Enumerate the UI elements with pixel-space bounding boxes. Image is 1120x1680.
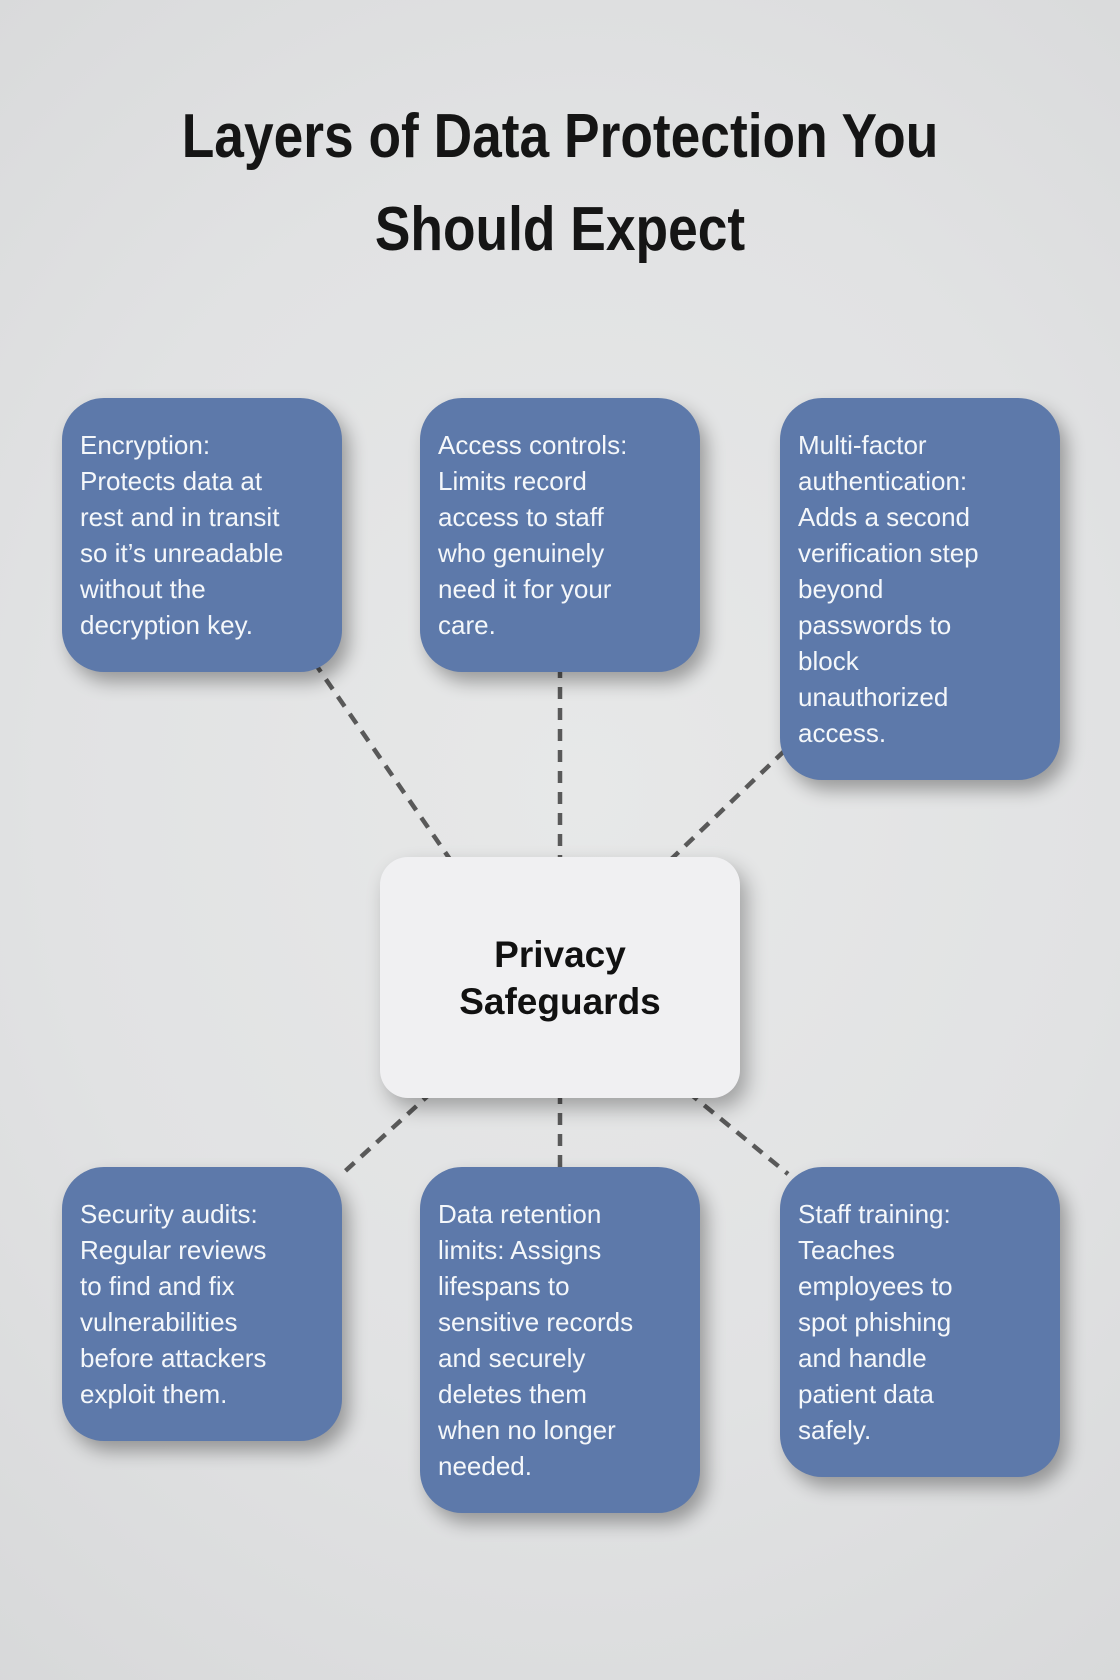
node-security-audits: Security audits: Regular reviews to find… bbox=[62, 1167, 342, 1441]
node-encryption-text: Encryption: Protects data at rest and in… bbox=[80, 430, 284, 640]
node-access-controls: Access controls: Limits record access to… bbox=[420, 398, 700, 672]
node-staff-training-text: Staff training: Teaches employees to spo… bbox=[798, 1199, 953, 1445]
node-access-controls-text: Access controls: Limits record access to… bbox=[438, 430, 628, 640]
node-security-audits-text: Security audits: Regular reviews to find… bbox=[80, 1199, 267, 1409]
page-title: Layers of Data Protection You Should Exp… bbox=[181, 102, 939, 264]
connector-encryption bbox=[312, 660, 458, 870]
connector-staff-training bbox=[686, 1090, 790, 1176]
connector-multi-factor-authentication bbox=[662, 734, 802, 868]
node-data-retention-limits-text: Data retention limits: Assigns lifespans… bbox=[438, 1199, 634, 1481]
node-data-retention-limits: Data retention limits: Assigns lifespans… bbox=[420, 1167, 700, 1513]
node-multi-factor-authentication: Multi-factor authentication: Adds a seco… bbox=[780, 398, 1060, 780]
connector-security-audits bbox=[340, 1090, 434, 1176]
node-privacy-safeguards-label: Privacy Safeguards bbox=[459, 933, 661, 1022]
node-multi-factor-authentication-text: Multi-factor authentication: Adds a seco… bbox=[798, 430, 979, 748]
node-encryption: Encryption: Protects data at rest and in… bbox=[62, 398, 342, 672]
node-staff-training: Staff training: Teaches employees to spo… bbox=[780, 1167, 1060, 1477]
node-privacy-safeguards: Privacy Safeguards bbox=[380, 857, 740, 1098]
